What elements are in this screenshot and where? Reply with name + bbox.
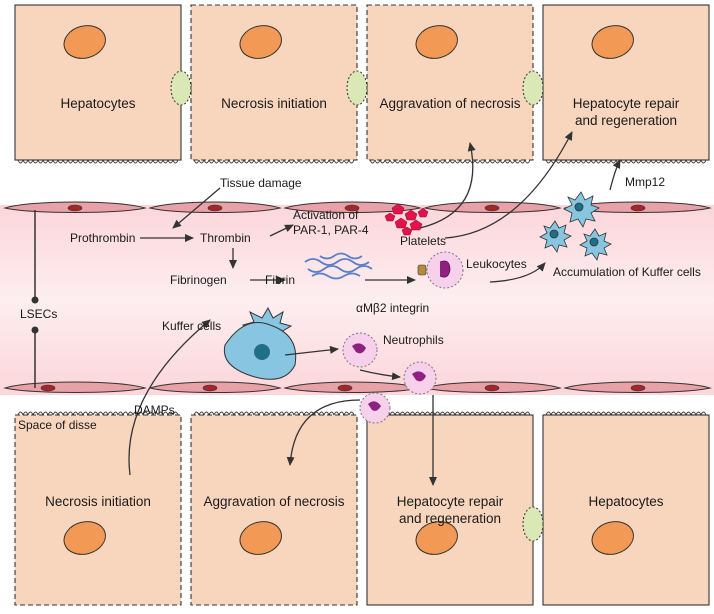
leukocyte-cell xyxy=(417,251,464,289)
cell-junctions xyxy=(170,70,544,542)
kupffer-cell-center xyxy=(223,306,297,380)
label-lsecs: LSECs xyxy=(20,307,57,321)
kupffer-cluster xyxy=(539,191,612,261)
arrows xyxy=(128,131,621,486)
label-activation-2: PAR-1, PAR-4 xyxy=(293,223,369,237)
platelets-cluster xyxy=(384,203,429,236)
endothelium-top xyxy=(3,201,712,213)
label-neutrophils: Neutrophils xyxy=(383,333,444,347)
bottom-hepatocyte-3-label-line: and regeneration xyxy=(399,511,501,526)
label-platelets: Platelets xyxy=(400,234,446,248)
bottom-hepatocyte-4: Hepatocytes xyxy=(542,411,710,606)
label-tissue-damage: Tissue damage xyxy=(220,176,302,190)
bottom-hepatocyte-1: Necrosis initiation xyxy=(14,411,182,606)
label-mmp12: Mmp12 xyxy=(625,175,665,189)
top-hepatocyte-3-label-line: Aggravation of necrosis xyxy=(379,96,520,111)
labels: Tissue damage Prothrombin Thrombin Activ… xyxy=(18,175,701,432)
top-hepatocyte-1: Hepatocytes xyxy=(14,4,182,164)
label-kuffer-cells: Kuffer cells xyxy=(162,319,221,333)
top-hepatocyte-4-label-line: Hepatocyte repair xyxy=(573,96,680,111)
label-leukocytes: Leukocytes xyxy=(466,257,527,271)
label-fibrin: Fibrin xyxy=(265,273,295,287)
label-integrin: αMβ2 integrin xyxy=(356,301,429,315)
label-thrombin: Thrombin xyxy=(200,231,251,245)
neutrophils xyxy=(342,332,437,424)
bottom-hepatocyte-4-label-line: Hepatocytes xyxy=(588,494,663,509)
label-prothrombin: Prothrombin xyxy=(70,231,135,245)
label-fibrinogen: Fibrinogen xyxy=(170,273,227,287)
top-hepatocyte-4-label-line: and regeneration xyxy=(575,113,677,128)
bottom-hepatocyte-2-label-line: Aggravation of necrosis xyxy=(203,494,344,509)
bottom-hepatocyte-3: Hepatocyte repair and regeneration xyxy=(366,411,534,606)
top-hepatocyte-1-label-line: Hepatocytes xyxy=(60,96,135,111)
top-hepatocyte-2: Necrosis initiation xyxy=(190,4,358,164)
bottom-hepatocyte-1-label-line: Necrosis initiation xyxy=(45,494,151,509)
label-space-of-disse: Space of disse xyxy=(18,418,97,432)
endothelium-bottom xyxy=(3,381,712,393)
label-accumulation: Accumulation of Kuffer cells xyxy=(553,265,701,279)
lsecs-bracket xyxy=(31,210,39,388)
top-hepatocyte-3: Aggravation of necrosis xyxy=(366,4,534,164)
fibrin-strands xyxy=(304,252,373,280)
label-activation-1: Activation of xyxy=(293,208,359,222)
bottom-hepatocyte-3-label-line: Hepatocyte repair xyxy=(397,494,504,509)
label-damps: DAMPs xyxy=(134,403,175,417)
top-hepatocyte-2-label-line: Necrosis initiation xyxy=(221,96,327,111)
bottom-hepatocyte-2: Aggravation of necrosis xyxy=(190,411,358,606)
